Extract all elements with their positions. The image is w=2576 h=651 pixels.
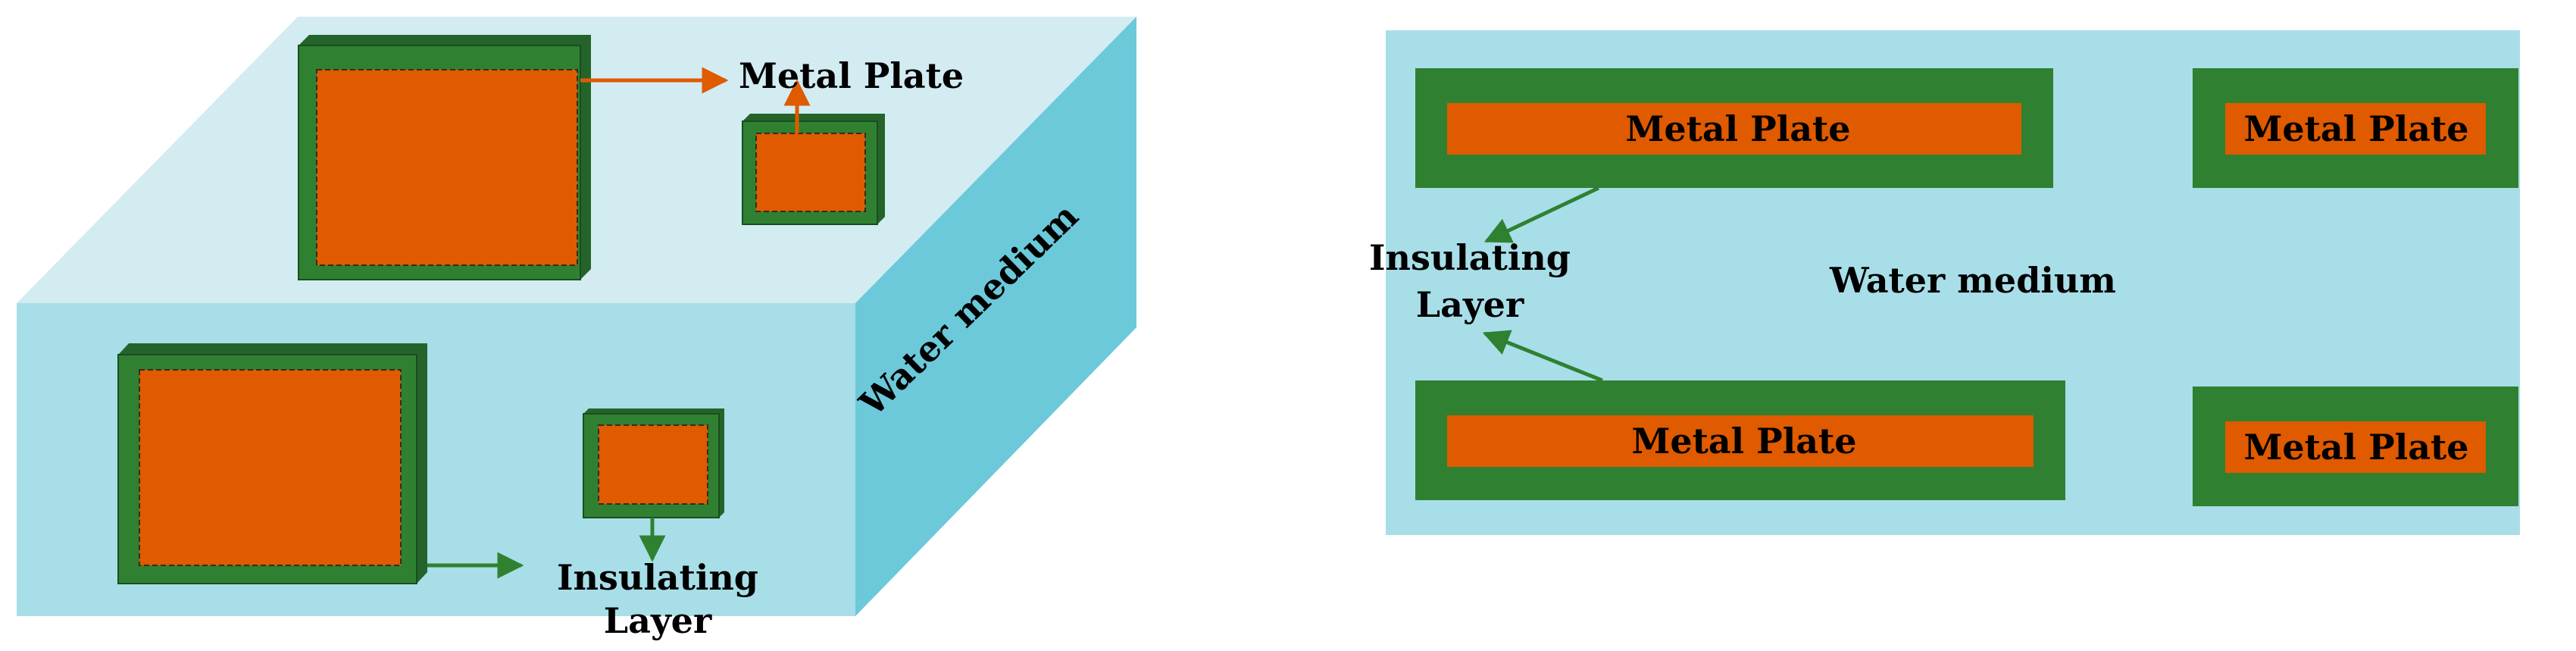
metal-plate-label: Metal Plate [739,55,964,96]
front-small-plate [583,408,724,518]
metal-plate [598,424,708,505]
insulating-label-line2: Layer [604,600,712,641]
right-2d-view: Metal Plate Metal Plate Metal Plate Meta… [1369,30,2520,535]
metal-plate [2225,421,2486,473]
metal-plate [1447,415,2034,467]
front-large-plate [117,343,427,584]
metal-plate [139,369,402,566]
insulating-label-line2: Layer [1416,284,1524,325]
top-small-plate [742,114,885,225]
metal-plate-label: Metal Plate [1631,421,1856,462]
metal-plate-label: Metal Plate [2243,108,2468,149]
metal-plate-label: Metal Plate [1625,108,1850,149]
metal-plate [316,69,578,266]
left-3d-view: Metal Plate Insulating Layer Water mediu… [17,17,1136,641]
insulating-label-line1: Insulating [557,557,758,598]
metal-plate [1447,103,2021,155]
water-box-side-face [855,17,1136,616]
metal-plate [2225,103,2486,155]
metal-plate [755,133,866,212]
plate-bottom-right: Metal Plate [2193,387,2518,506]
plate-top-right: Metal Plate [2193,68,2518,188]
insulating-label-line1: Insulating [1369,237,1571,278]
top-large-plate [298,35,591,280]
plate-top-left: Metal Plate [1415,68,2053,188]
arrow-from-bottom-plate [1482,330,1603,383]
water-medium-label: Water medium [1829,260,2116,301]
plate-bottom-left: Metal Plate [1415,380,2065,500]
metal-plate-label: Metal Plate [2243,427,2468,468]
arrow-from-top-plate [1483,186,1600,243]
